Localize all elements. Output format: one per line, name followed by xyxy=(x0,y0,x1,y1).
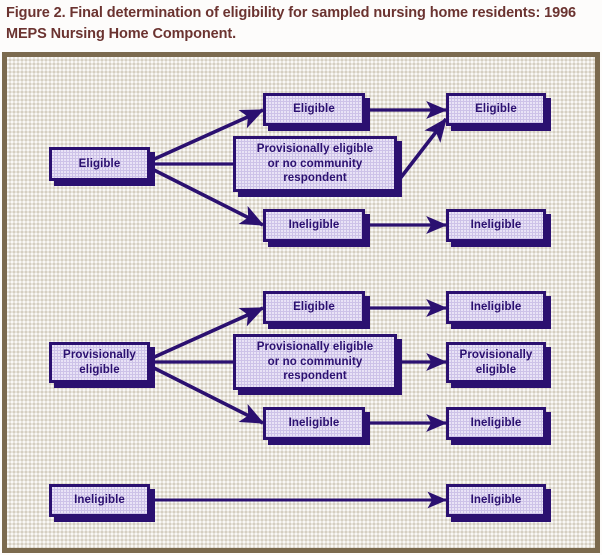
node-label-line-3: respondent xyxy=(283,370,347,383)
node-intermediate-ineligible-2[interactable]: Ineligible xyxy=(263,407,365,440)
node-label-line-2: or no community xyxy=(267,157,363,170)
node-label: Eligible xyxy=(78,157,121,170)
node-label-line-2: or no community xyxy=(267,355,363,368)
node-intermediate-ineligible-1[interactable]: Ineligible xyxy=(263,209,365,242)
node-final-eligible-1[interactable]: Eligible xyxy=(446,93,546,126)
node-final-provisionally-eligible[interactable]: Provisionally eligible xyxy=(446,342,546,383)
node-label: Ineligible xyxy=(74,494,125,507)
node-initial-ineligible[interactable]: Ineligible xyxy=(49,484,150,517)
node-final-ineligible-2a[interactable]: Ineligible xyxy=(446,291,546,324)
node-label-line-3: respondent xyxy=(283,172,347,185)
node-label-line-1: Provisionally eligible xyxy=(256,340,374,353)
node-intermediate-eligible-1[interactable]: Eligible xyxy=(263,93,365,126)
node-intermediate-provisional-2[interactable]: Provisionally eligible or no community r… xyxy=(233,334,397,390)
node-final-ineligible-2b[interactable]: Ineligible xyxy=(446,407,546,440)
node-label: Ineligible xyxy=(470,494,522,507)
node-label: Eligible xyxy=(293,103,335,116)
node-label-line-2: eligible xyxy=(79,363,120,376)
node-label-line-1: Provisionally xyxy=(63,348,136,361)
figure-caption: Figure 2. Final determination of eligibi… xyxy=(6,5,576,42)
node-label: Eligible xyxy=(293,301,335,314)
node-intermediate-provisional-1[interactable]: Provisionally eligible or no community r… xyxy=(233,136,397,192)
node-label: Eligible xyxy=(475,103,517,116)
node-initial-eligible[interactable]: Eligible xyxy=(49,147,150,181)
node-label: Ineligible xyxy=(288,417,340,430)
node-final-ineligible-1[interactable]: Ineligible xyxy=(446,209,546,242)
figure-frame: Eligible Eligible Eligible Provisionally… xyxy=(2,52,600,553)
node-label-line-1: Provisionally xyxy=(459,348,533,361)
node-label-line-2: eligible xyxy=(475,363,517,376)
node-final-ineligible-3[interactable]: Ineligible xyxy=(446,484,546,517)
node-label: Ineligible xyxy=(288,219,340,232)
node-label: Ineligible xyxy=(470,417,522,430)
node-label: Ineligible xyxy=(470,301,522,314)
node-label: Ineligible xyxy=(470,219,522,232)
node-label-line-1: Provisionally eligible xyxy=(256,142,374,155)
edge-n4-n3 xyxy=(390,117,448,191)
node-intermediate-eligible-2[interactable]: Eligible xyxy=(263,291,365,324)
diagram-canvas: Eligible Eligible Eligible Provisionally… xyxy=(7,57,595,548)
node-initial-provisionally-eligible[interactable]: Provisionally eligible xyxy=(49,342,150,383)
